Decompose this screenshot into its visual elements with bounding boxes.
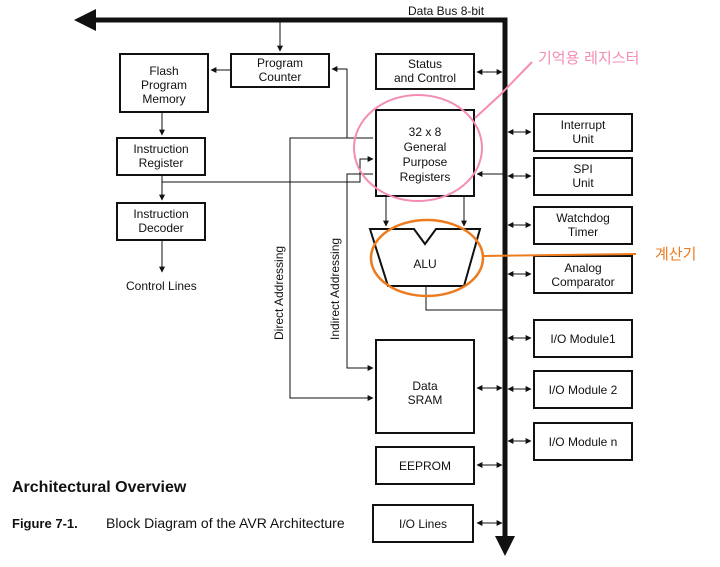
svg-text:Program: Program: [257, 56, 303, 70]
svg-text:Unit: Unit: [572, 132, 594, 146]
io-module-2-block: I/O Module 2: [533, 370, 633, 409]
program-counter-block: Program Counter: [230, 53, 330, 88]
svg-text:Instruction: Instruction: [133, 142, 188, 156]
svg-text:Program: Program: [141, 78, 187, 92]
svg-text:Instruction: Instruction: [133, 207, 188, 221]
io-module-n-block: I/O Module n: [533, 422, 633, 461]
instruction-register-block: Instruction Register: [116, 137, 206, 176]
spi-unit-block: SPI Unit: [533, 157, 633, 196]
svg-text:Status: Status: [408, 57, 442, 71]
figure-title: Block Diagram of the AVR Architecture: [106, 515, 345, 531]
instruction-decoder-block: Instruction Decoder: [116, 202, 206, 241]
analog-comparator-block: Analog Comparator: [533, 255, 633, 294]
data-bus: Data Bus 8-bit: [74, 4, 515, 556]
svg-text:Purpose: Purpose: [403, 155, 448, 169]
bus-left-arrow-icon: [74, 9, 96, 31]
svg-text:I/O Module 2: I/O Module 2: [549, 383, 618, 397]
calculator-note: 계산기: [655, 245, 696, 263]
bus-down-arrow-icon: [495, 536, 515, 556]
svg-text:Register: Register: [139, 156, 184, 170]
figure-number: Figure 7-1.: [12, 516, 78, 531]
svg-text:and Control: and Control: [394, 71, 456, 85]
svg-text:I/O Module n: I/O Module n: [549, 435, 618, 449]
svg-text:I/O Lines: I/O Lines: [399, 517, 447, 531]
svg-text:Decoder: Decoder: [138, 221, 183, 235]
status-control-block: Status and Control: [375, 53, 475, 90]
svg-text:Memory: Memory: [142, 92, 185, 106]
eeprom-block: EEPROM: [375, 446, 475, 485]
control-lines-label: Control Lines: [126, 279, 197, 293]
alu-block: ALU: [368, 228, 482, 287]
svg-text:General: General: [404, 140, 447, 154]
section-heading: Architectural Overview: [12, 479, 187, 496]
svg-text:Registers: Registers: [400, 170, 451, 184]
svg-text:Timer: Timer: [568, 225, 598, 239]
watchdog-timer-block: Watchdog Timer: [533, 206, 633, 245]
data-sram-block: Data SRAM: [375, 339, 475, 434]
io-module-1-block: I/O Module1: [533, 319, 633, 358]
svg-text:32 x 8: 32 x 8: [409, 125, 442, 139]
svg-text:Data: Data: [412, 379, 438, 393]
svg-text:Watchdog: Watchdog: [556, 211, 610, 225]
svg-text:Comparator: Comparator: [551, 275, 614, 289]
svg-text:I/O Module1: I/O Module1: [550, 332, 616, 346]
svg-text:Unit: Unit: [572, 176, 594, 190]
registers-annotation: 기억용 레지스터: [353, 49, 639, 202]
indirect-addressing-label: Indirect Addressing: [328, 238, 342, 340]
svg-text:Counter: Counter: [259, 70, 302, 84]
general-purpose-registers-block: 32 x 8 General Purpose Registers: [375, 109, 475, 197]
data-bus-label: Data Bus 8-bit: [408, 4, 485, 18]
io-lines-block: I/O Lines: [372, 504, 474, 543]
svg-text:ALU: ALU: [413, 257, 436, 271]
svg-text:EEPROM: EEPROM: [399, 459, 451, 473]
interrupt-unit-block: Interrupt Unit: [533, 113, 633, 152]
svg-text:SRAM: SRAM: [408, 393, 443, 407]
svg-text:SPI: SPI: [573, 162, 592, 176]
flash-program-memory-block: Flash Program Memory: [119, 53, 209, 113]
connection-wires: [159, 20, 532, 526]
direct-addressing-label: Direct Addressing: [272, 246, 286, 340]
memory-registers-note: 기억용 레지스터: [538, 49, 639, 67]
alu-annotation: 계산기: [369, 218, 696, 298]
svg-text:Interrupt: Interrupt: [561, 118, 606, 132]
svg-text:Flash: Flash: [149, 64, 178, 78]
svg-text:Analog: Analog: [564, 261, 601, 275]
